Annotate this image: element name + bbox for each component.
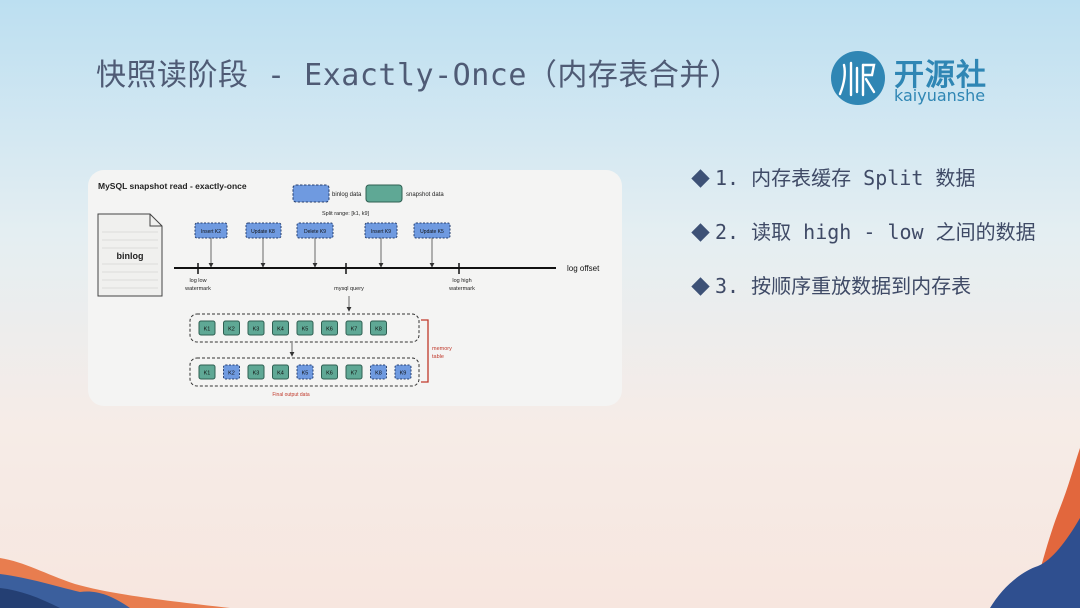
key-point-text: 2. 读取 high - low 之间的数据 <box>715 220 1036 244</box>
cell-key-label: K2 <box>228 371 235 377</box>
cell-key-label: K3 <box>253 371 260 377</box>
legend-snapshot-swatch <box>365 184 403 203</box>
snapshot-cell <box>272 364 289 380</box>
logo-name: 开源社 <box>894 58 987 93</box>
mountain-left-decoration <box>0 558 230 608</box>
key-point-text: 1. 内存表缓存 Split 数据 <box>715 166 976 190</box>
diamond-bullet-icon <box>691 169 710 188</box>
legend-binlog-swatch <box>292 184 330 203</box>
memory-table-label: memory <box>432 346 452 352</box>
snapshot-cell <box>247 364 265 380</box>
key-point: 3. 按顺序重放数据到内存表 <box>690 272 1036 326</box>
logo-emblem-icon <box>831 51 885 105</box>
event-label: Delete K9 <box>304 229 326 235</box>
snapshot-read-diagram: MySQL snapshot read - exactly-once binlo… <box>97 181 600 398</box>
binlog-document-icon <box>97 213 163 297</box>
cell-key-label: K1 <box>204 327 211 333</box>
event-label: Update K8 <box>251 229 275 235</box>
kaiyuanshe-logo: 开源社 kaiyuanshe <box>828 48 998 108</box>
snapshot-cell <box>370 320 387 336</box>
snapshot-cell <box>247 320 265 336</box>
legend-binlog-label: binlog data <box>332 192 362 198</box>
diamond-bullet-icon <box>691 277 710 296</box>
cell-key-label: K1 <box>204 371 211 377</box>
logo-subtitle: kaiyuanshe <box>894 86 986 105</box>
snapshot-cell <box>321 320 338 336</box>
snapshot-cell <box>198 364 216 380</box>
mysql-query-label: mysql query <box>334 286 364 292</box>
mountain-right-decoration <box>990 448 1080 608</box>
cell-key-label: K5 <box>302 371 309 377</box>
event-box <box>245 222 282 239</box>
final-output-label: Final output data <box>272 392 309 398</box>
cell-key-label: K8 <box>375 327 382 333</box>
cell-key-label: K7 <box>351 327 358 333</box>
key-points-list: 1. 内存表缓存 Split 数据 2. 读取 high - low 之间的数据… <box>690 164 1036 326</box>
cell-key-label: K7 <box>351 371 358 377</box>
snapshot-cell <box>223 320 240 336</box>
memory-table-label: table <box>432 354 444 360</box>
binlog-events: Insert K2 Update K8 Delete K9 Insert K9 … <box>194 222 451 239</box>
cell-key-label: K5 <box>302 327 309 333</box>
event-label: Insert K9 <box>371 229 391 235</box>
low-watermark-label: log low <box>189 278 206 284</box>
diagram-title: MySQL snapshot read - exactly-once <box>98 181 247 191</box>
binlog-document-label: binlog <box>117 251 144 261</box>
binlog-cell <box>296 364 314 380</box>
cell-key-label: K4 <box>277 371 284 377</box>
key-point: 2. 读取 high - low 之间的数据 <box>690 218 1036 272</box>
memory-table-bracket <box>421 319 429 383</box>
event-box <box>194 222 228 239</box>
key-point-text: 3. 按顺序重放数据到内存表 <box>715 274 972 298</box>
event-label: Insert K2 <box>201 229 221 235</box>
binlog-cell <box>394 364 412 380</box>
memory-table-row-1 <box>189 313 420 343</box>
memory-row-1-cells: K1 K2 K3 K4 K5 K6 K7 K8 <box>198 320 387 336</box>
cell-key-label: K8 <box>375 371 382 377</box>
slide-title: 快照读阶段 - Exactly-Once（内存表合并） <box>96 58 741 93</box>
low-watermark-label: watermark <box>184 286 211 292</box>
snapshot-cell <box>272 320 289 336</box>
memory-table-row-2 <box>189 357 420 387</box>
binlog-cell <box>370 364 387 380</box>
high-watermark-label: watermark <box>448 286 475 292</box>
cell-key-label: K6 <box>326 327 333 333</box>
cell-key-label: K6 <box>326 371 333 377</box>
snapshot-cell <box>345 364 363 380</box>
event-box <box>364 222 398 239</box>
legend-snapshot-label: snapshot data <box>406 192 444 198</box>
event-label: Update K5 <box>420 229 444 235</box>
cell-key-label: K3 <box>253 327 260 333</box>
diamond-bullet-icon <box>691 223 710 242</box>
log-offset-label: log offset <box>567 264 600 273</box>
diagram-card: MySQL snapshot read - exactly-once binlo… <box>88 170 622 406</box>
cell-key-label: K9 <box>400 371 407 377</box>
snapshot-cell <box>321 364 338 380</box>
snapshot-cell <box>345 320 363 336</box>
snapshot-cell <box>198 320 216 336</box>
high-watermark-label: log high <box>452 278 471 284</box>
memory-row-2-cells: K1 K2 K3 K4 K5 K6 K7 K8 K9 <box>198 364 412 380</box>
split-range-label: Split range: [k1, k9] <box>322 211 370 217</box>
binlog-cell <box>223 364 240 380</box>
snapshot-cell <box>296 320 314 336</box>
cell-key-label: K2 <box>228 327 235 333</box>
key-point: 1. 内存表缓存 Split 数据 <box>690 164 1036 218</box>
cell-key-label: K4 <box>277 327 284 333</box>
